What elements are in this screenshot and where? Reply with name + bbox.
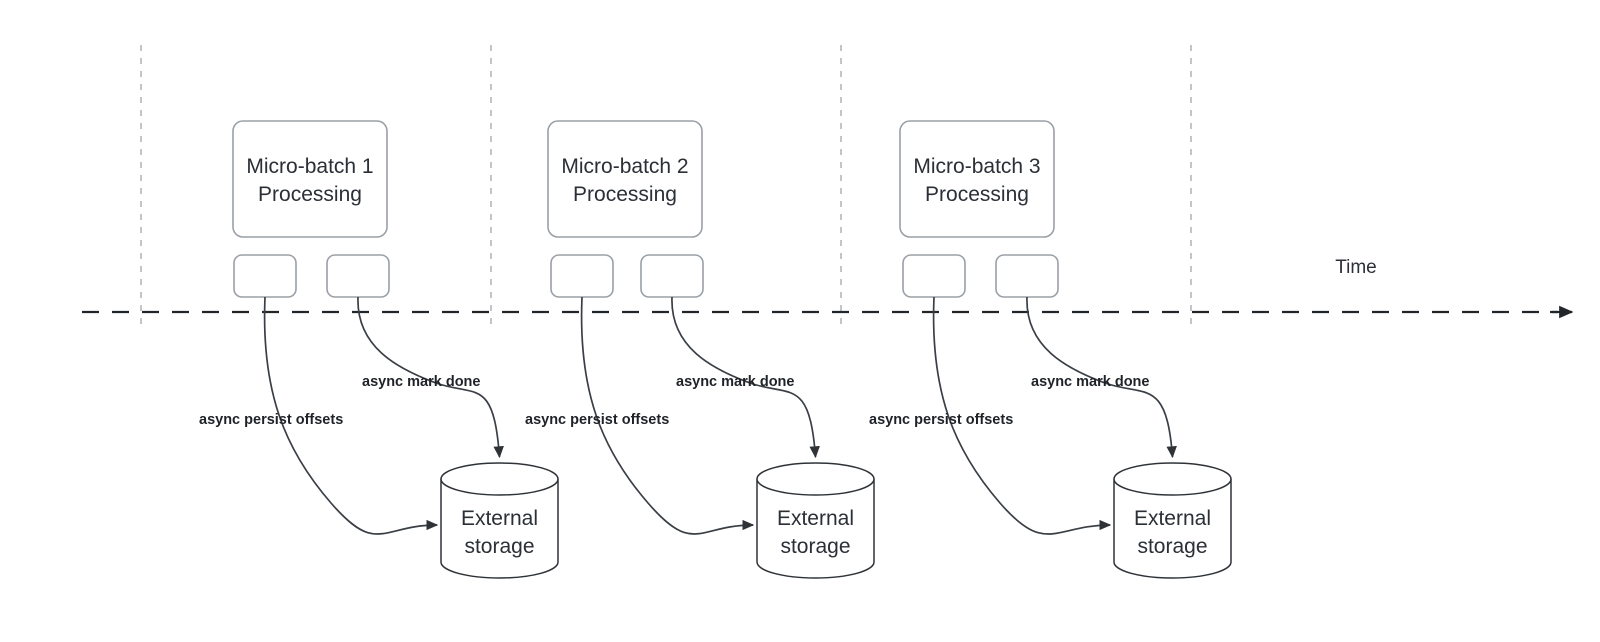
persist-offsets-arrow-3 xyxy=(932,296,1112,535)
mark-done-arrow-2 xyxy=(671,296,820,459)
microbatch-label-line1-2: Micro-batch 2 xyxy=(561,155,688,178)
task-box-3-2[interactable] xyxy=(995,254,1059,298)
storage-cylinder-body-2[interactable] xyxy=(756,479,875,579)
persist-offsets-label-2: async persist offsets xyxy=(525,412,669,428)
microbatch-label-line1-3: Micro-batch 3 xyxy=(913,155,1040,178)
time-axis-label: Time xyxy=(1335,257,1377,278)
mark-done-arrow-1 xyxy=(357,296,504,459)
storage-label-line1-2: External xyxy=(777,507,854,530)
storage-label-line2-1: storage xyxy=(464,535,534,558)
microbatch-label-line1-1: Micro-batch 1 xyxy=(246,155,373,178)
microbatch-label-line2-2: Processing xyxy=(573,183,677,206)
storage-cylinder-top-3[interactable] xyxy=(1113,462,1232,496)
persist-offsets-arrow-1 xyxy=(263,296,439,535)
storage-cylinder-top-2[interactable] xyxy=(756,462,875,496)
persist-offsets-label-3: async persist offsets xyxy=(869,412,1013,428)
task-box-1-2[interactable] xyxy=(326,254,390,298)
mark-done-label-3: async mark done xyxy=(1031,374,1149,390)
task-box-2-2[interactable] xyxy=(640,254,704,298)
storage-label-line2-3: storage xyxy=(1137,535,1207,558)
storage-label-line1-3: External xyxy=(1134,507,1211,530)
mark-done-label-2: async mark done xyxy=(676,374,794,390)
microbatch-box-3[interactable] xyxy=(899,120,1055,238)
task-box-3-1[interactable] xyxy=(902,254,966,298)
persist-offsets-label-1: async persist offsets xyxy=(199,412,343,428)
storage-label-line2-2: storage xyxy=(780,535,850,558)
task-box-2-1[interactable] xyxy=(550,254,614,298)
microbatch-label-line2-3: Processing xyxy=(925,183,1029,206)
storage-cylinder-body-3[interactable] xyxy=(1113,479,1232,579)
task-box-1-1[interactable] xyxy=(233,254,297,298)
microbatch-box-1[interactable] xyxy=(232,120,388,238)
microbatch-box-2[interactable] xyxy=(547,120,703,238)
mark-done-arrow-3 xyxy=(1026,296,1177,459)
microbatch-label-line2-1: Processing xyxy=(258,183,362,206)
mark-done-label-1: async mark done xyxy=(362,374,480,390)
persist-offsets-arrow-2 xyxy=(580,296,755,535)
storage-label-line1-1: External xyxy=(461,507,538,530)
storage-cylinder-top-1[interactable] xyxy=(440,462,559,496)
storage-cylinder-body-1[interactable] xyxy=(440,479,559,579)
